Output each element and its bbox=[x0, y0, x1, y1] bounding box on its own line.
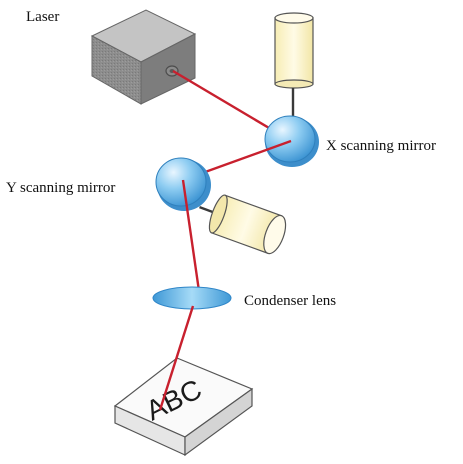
y-mirror-motor bbox=[199, 194, 287, 255]
x-mirror-label: X scanning mirror bbox=[326, 138, 436, 154]
y-mirror-label: Y scanning mirror bbox=[6, 180, 116, 196]
target-box: ABC bbox=[113, 357, 254, 457]
x-mirror-motor bbox=[274, 12, 314, 124]
condenser-lens-label: Condenser lens bbox=[244, 293, 337, 309]
lens-beam-segment bbox=[181, 179, 202, 299]
laser-box bbox=[90, 9, 197, 105]
x-scanning-mirror bbox=[264, 115, 319, 167]
target-beam-segment bbox=[158, 305, 195, 411]
laser-label: Laser bbox=[26, 9, 60, 25]
